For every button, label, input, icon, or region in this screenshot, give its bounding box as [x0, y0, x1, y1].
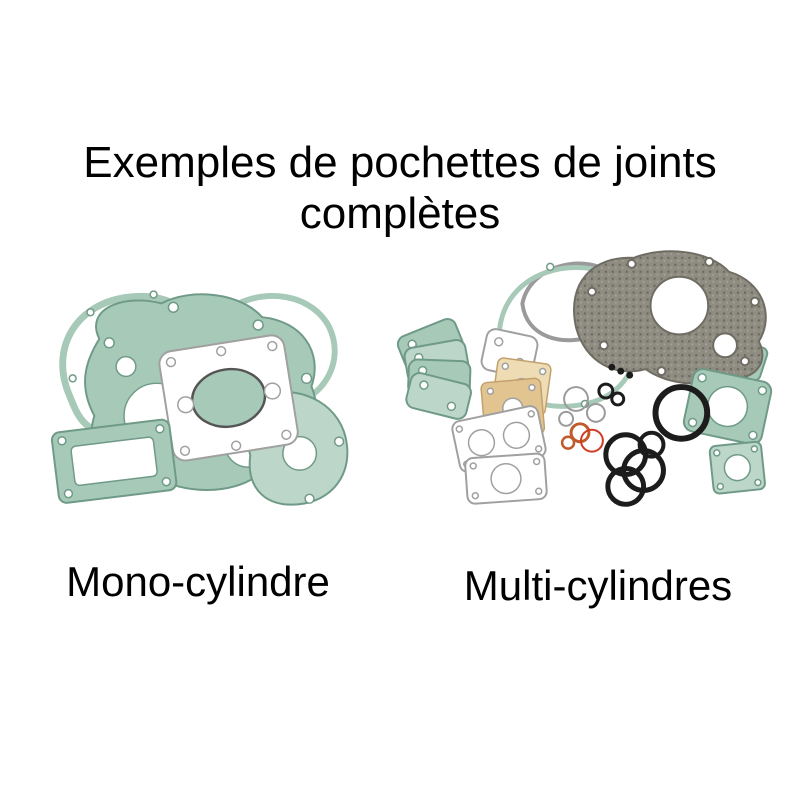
page-title: Exemples de pochettes de joints complète…	[0, 138, 800, 239]
mono-cylinder-label: Mono-cylindre	[66, 558, 330, 605]
mono-cylinder-gasket-kit-image	[12, 258, 384, 554]
mono-cylinder-gaskets-illustration	[50, 290, 349, 506]
title-line-1: Exemples de pochettes de joints	[83, 138, 717, 187]
title-line-2: complètes	[299, 188, 501, 238]
multi-cylinder-label: Multi-cylindres	[463, 562, 733, 609]
multi-cylinder-gasket-kit-image	[378, 242, 782, 550]
multi-cylinder-gaskets-illustration	[396, 250, 773, 507]
